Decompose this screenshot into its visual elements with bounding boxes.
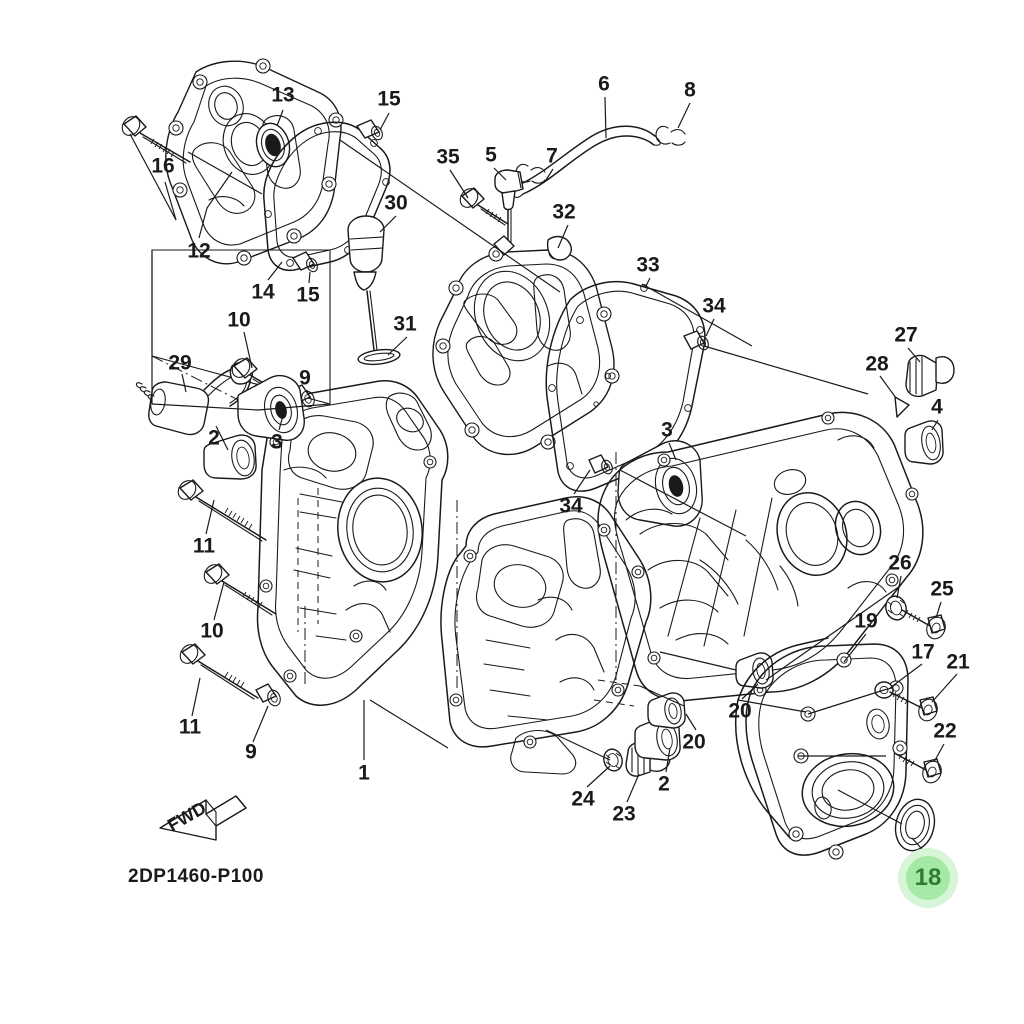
callout-16[interactable]: 16 [151,154,175,178]
callout-3[interactable]: 3 [661,418,673,442]
callout-27[interactable]: 27 [894,323,918,347]
callout-20[interactable]: 20 [682,730,706,754]
callout-8[interactable]: 8 [684,78,696,102]
callout-20[interactable]: 20 [728,699,752,723]
callout-17[interactable]: 17 [911,640,935,664]
callout-11[interactable]: 11 [192,534,216,558]
leader-lines [129,96,958,857]
callout-15[interactable]: 15 [296,283,320,307]
part-15-dowel-b [292,251,318,273]
part-13-oil-seal [255,122,291,168]
callout-19[interactable]: 19 [854,609,878,633]
callout-30[interactable]: 30 [384,191,408,215]
callout-32[interactable]: 32 [552,200,576,224]
part-16-bolt [121,115,191,164]
callout-14[interactable]: 14 [251,280,275,304]
callout-3[interactable]: 3 [271,430,283,454]
callout-2[interactable]: 2 [658,772,670,796]
callout-4[interactable]: 4 [931,395,943,419]
part-5-fitting [494,169,524,244]
part-9-collar-b [255,683,281,707]
callout-9[interactable]: 9 [299,366,311,390]
callout-6[interactable]: 6 [598,72,610,96]
highlight-circle-18[interactable] [906,856,950,900]
callout-24[interactable]: 24 [571,787,595,811]
callout-5[interactable]: 5 [485,143,497,167]
callout-25[interactable]: 25 [930,577,954,601]
part-15-dowel-a [356,119,383,141]
callout-10[interactable]: 10 [200,619,224,643]
part-3-bearing-left [237,374,305,441]
callout-13[interactable]: 13 [271,83,295,107]
part-12-pump-cover [165,58,344,266]
callout-34[interactable]: 34 [559,494,583,518]
callout-35[interactable]: 35 [436,145,460,169]
part-11-bolt-a [177,479,267,542]
highlight-label-18: 18 [914,864,942,891]
callout-29[interactable]: 29 [168,351,192,375]
part-35-bolt [459,187,509,226]
callout-31[interactable]: 31 [393,312,417,336]
fwd-arrow-icon: FWD [159,795,247,841]
callout-10[interactable]: 10 [227,308,251,332]
part-8-clip [655,125,686,146]
callout-12[interactable]: 12 [187,239,211,263]
part-27-plug [905,354,955,398]
callout-2[interactable]: 2 [208,426,220,450]
part-31-oring [357,348,401,366]
callout-28[interactable]: 28 [865,352,889,376]
callout-33[interactable]: 33 [636,253,660,277]
callout-22[interactable]: 22 [933,719,957,743]
callout-15[interactable]: 15 [377,87,401,111]
part-26-washer [885,595,907,621]
callout-23[interactable]: 23 [612,802,636,826]
part-4-collar [904,420,944,465]
part-22-bolt [895,753,942,784]
part-18-oil-seal [894,798,936,852]
part-19-crankcase-cover-left [734,637,909,860]
part-28-arrow-indicator [894,396,910,418]
part-1-crankcase-left [256,380,449,706]
part-10-bolt-b [203,563,277,616]
part-2-collar [203,434,257,480]
part-25-bolt [901,609,946,640]
diagram-part-number: 2DP1460-P100 [128,866,264,887]
callout-1[interactable]: 1 [358,761,370,785]
callout-7[interactable]: 7 [546,144,558,168]
callout-21[interactable]: 21 [946,650,970,674]
part-6-breather-hose [512,125,661,199]
part-1-crankcase-center [440,496,652,775]
callout-34[interactable]: 34 [702,294,726,318]
part-34-dowel-b [588,454,613,475]
callout-11[interactable]: 11 [178,715,202,739]
part-24-washer [603,748,623,772]
callout-9[interactable]: 9 [245,740,257,764]
part-1-crankcase-right [597,411,924,702]
part-30-dipstick [347,215,385,351]
part-11-bolt-b [179,643,259,700]
callout-26[interactable]: 26 [888,551,912,575]
